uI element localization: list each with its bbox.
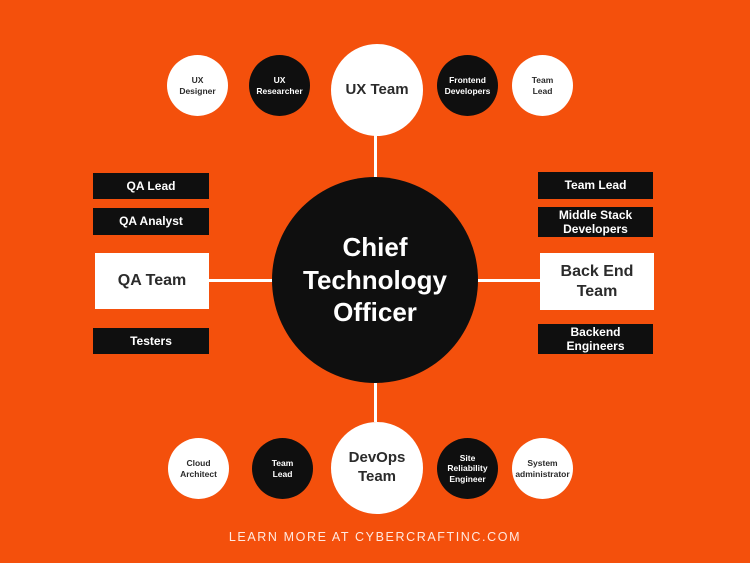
node-ux-researcher: UX Researcher	[249, 55, 310, 116]
node-team-lead-backend: Team Lead	[538, 172, 653, 199]
footer-text: LEARN MORE AT CYBERCRAFTINC.COM	[228, 530, 522, 544]
node-frontend-developers: Frontend Developers	[437, 55, 498, 116]
node-ux-designer: UX Designer	[167, 55, 228, 116]
node-devops-team: DevOps Team	[331, 422, 423, 514]
connector-left	[209, 279, 273, 282]
node-site-reliability-engineer: Site Reliability Engineer	[437, 438, 498, 499]
node-backend-team: Back End Team	[540, 253, 654, 310]
node-testers: Testers	[93, 328, 209, 354]
node-ux-team: UX Team	[331, 44, 423, 136]
node-system-administrator: System administrator	[512, 438, 573, 499]
connector-bottom	[374, 383, 377, 422]
connector-right	[477, 279, 541, 282]
node-team-lead-ux: Team Lead	[512, 55, 573, 116]
node-qa-lead: QA Lead	[93, 173, 209, 199]
node-qa-analyst: QA Analyst	[93, 208, 209, 235]
node-backend-engineers: Backend Engineers	[538, 324, 653, 354]
connector-top	[374, 135, 377, 177]
node-middle-stack-developers: Middle Stack Developers	[538, 207, 653, 237]
node-cto: Chief Technology Officer	[272, 177, 478, 383]
node-team-lead-devops: Team Lead	[252, 438, 313, 499]
node-cloud-architect: Cloud Architect	[168, 438, 229, 499]
node-qa-team: QA Team	[95, 253, 209, 309]
